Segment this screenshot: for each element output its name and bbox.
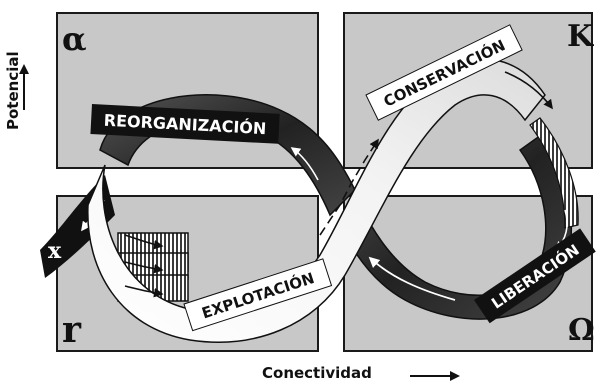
x-axis-label: Conectividad	[262, 364, 372, 382]
corner-label-omega: Ω	[568, 313, 595, 348]
label-release-bg	[474, 228, 596, 324]
corner-label-r: r	[62, 309, 82, 351]
flow-arrows	[124, 71, 568, 301]
escape-label-x: x	[48, 238, 62, 264]
arrow-exploitation	[319, 138, 379, 236]
y-axis-arrow	[19, 64, 29, 110]
hatched-edge-right	[529, 117, 579, 229]
arrow-r-phase	[124, 261, 164, 274]
arrow-release	[368, 256, 456, 301]
corner-label-k: K	[567, 19, 594, 54]
label-exploitation-bg	[183, 258, 333, 332]
y-axis-label: Potencial	[4, 51, 22, 130]
label-reorganization-bg	[90, 104, 280, 144]
label-conservation-bg	[365, 24, 523, 121]
arrow-r-phase	[124, 234, 164, 250]
label-reorganization: REORGANIZACIÓN	[90, 104, 280, 144]
arrow-conservation	[504, 71, 553, 110]
panel-top-left	[56, 12, 319, 169]
x-axis-arrow	[410, 371, 460, 381]
arrow-reorganization	[290, 147, 319, 181]
corner-label-alpha: α	[62, 20, 87, 58]
arrow-r-phase	[124, 285, 164, 298]
